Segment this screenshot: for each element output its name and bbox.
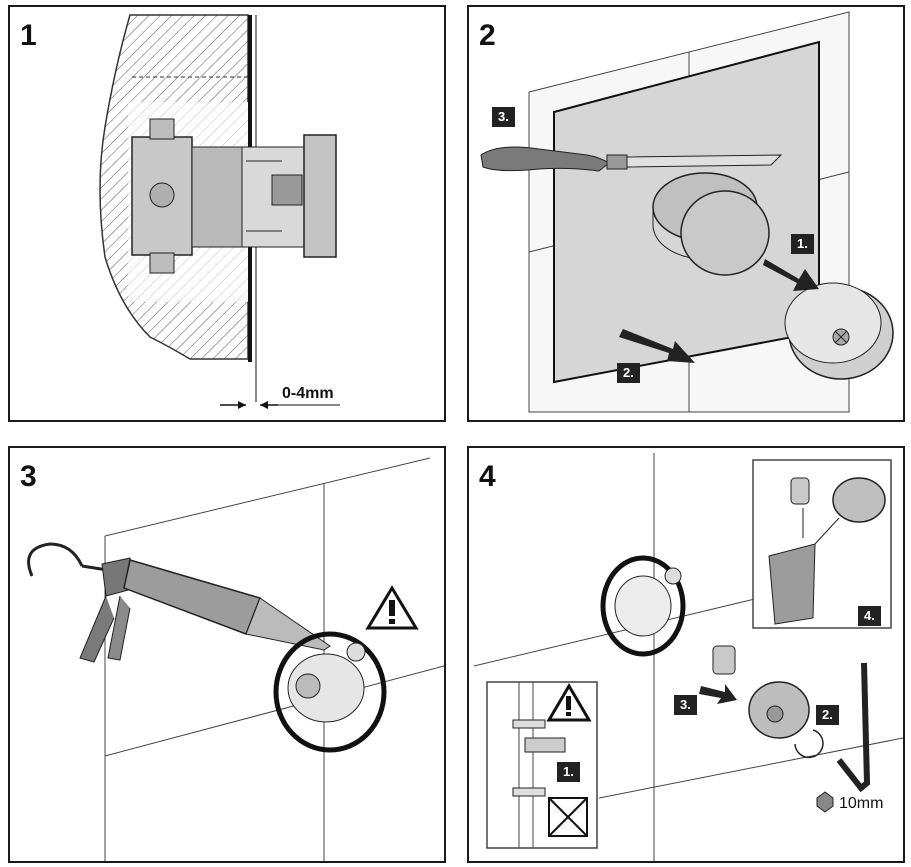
assembly-diagram [473, 453, 903, 861]
wrench-size-label: 10mm [839, 795, 884, 812]
cut-and-remove-diagram [480, 11, 894, 413]
step-number: 4 [479, 460, 496, 493]
step-number: 1 [20, 19, 37, 52]
step-number: 3 [20, 460, 37, 493]
step-tag-3: 3. [492, 107, 515, 127]
wall-mount-diagram [99, 14, 340, 409]
panel-step-4: 4 4. [467, 446, 905, 863]
step-tag-1: 1. [791, 234, 814, 254]
caulking-diagram [27, 457, 444, 861]
step-tag-2: 2. [816, 705, 839, 725]
step-tag-1: 1. [557, 762, 580, 782]
gap-dimension-label: 0-4mm [282, 385, 334, 402]
step-tag-4: 4. [858, 606, 881, 626]
step-tag-3: 3. [674, 695, 697, 715]
step-number: 2 [479, 19, 496, 52]
step-tag-2: 2. [617, 363, 640, 383]
panel-step-1: 1 0-4mm [8, 5, 446, 422]
panel-step-3: 3 [8, 446, 446, 863]
panel-step-2: 2 3. 1. 2. [467, 5, 905, 422]
